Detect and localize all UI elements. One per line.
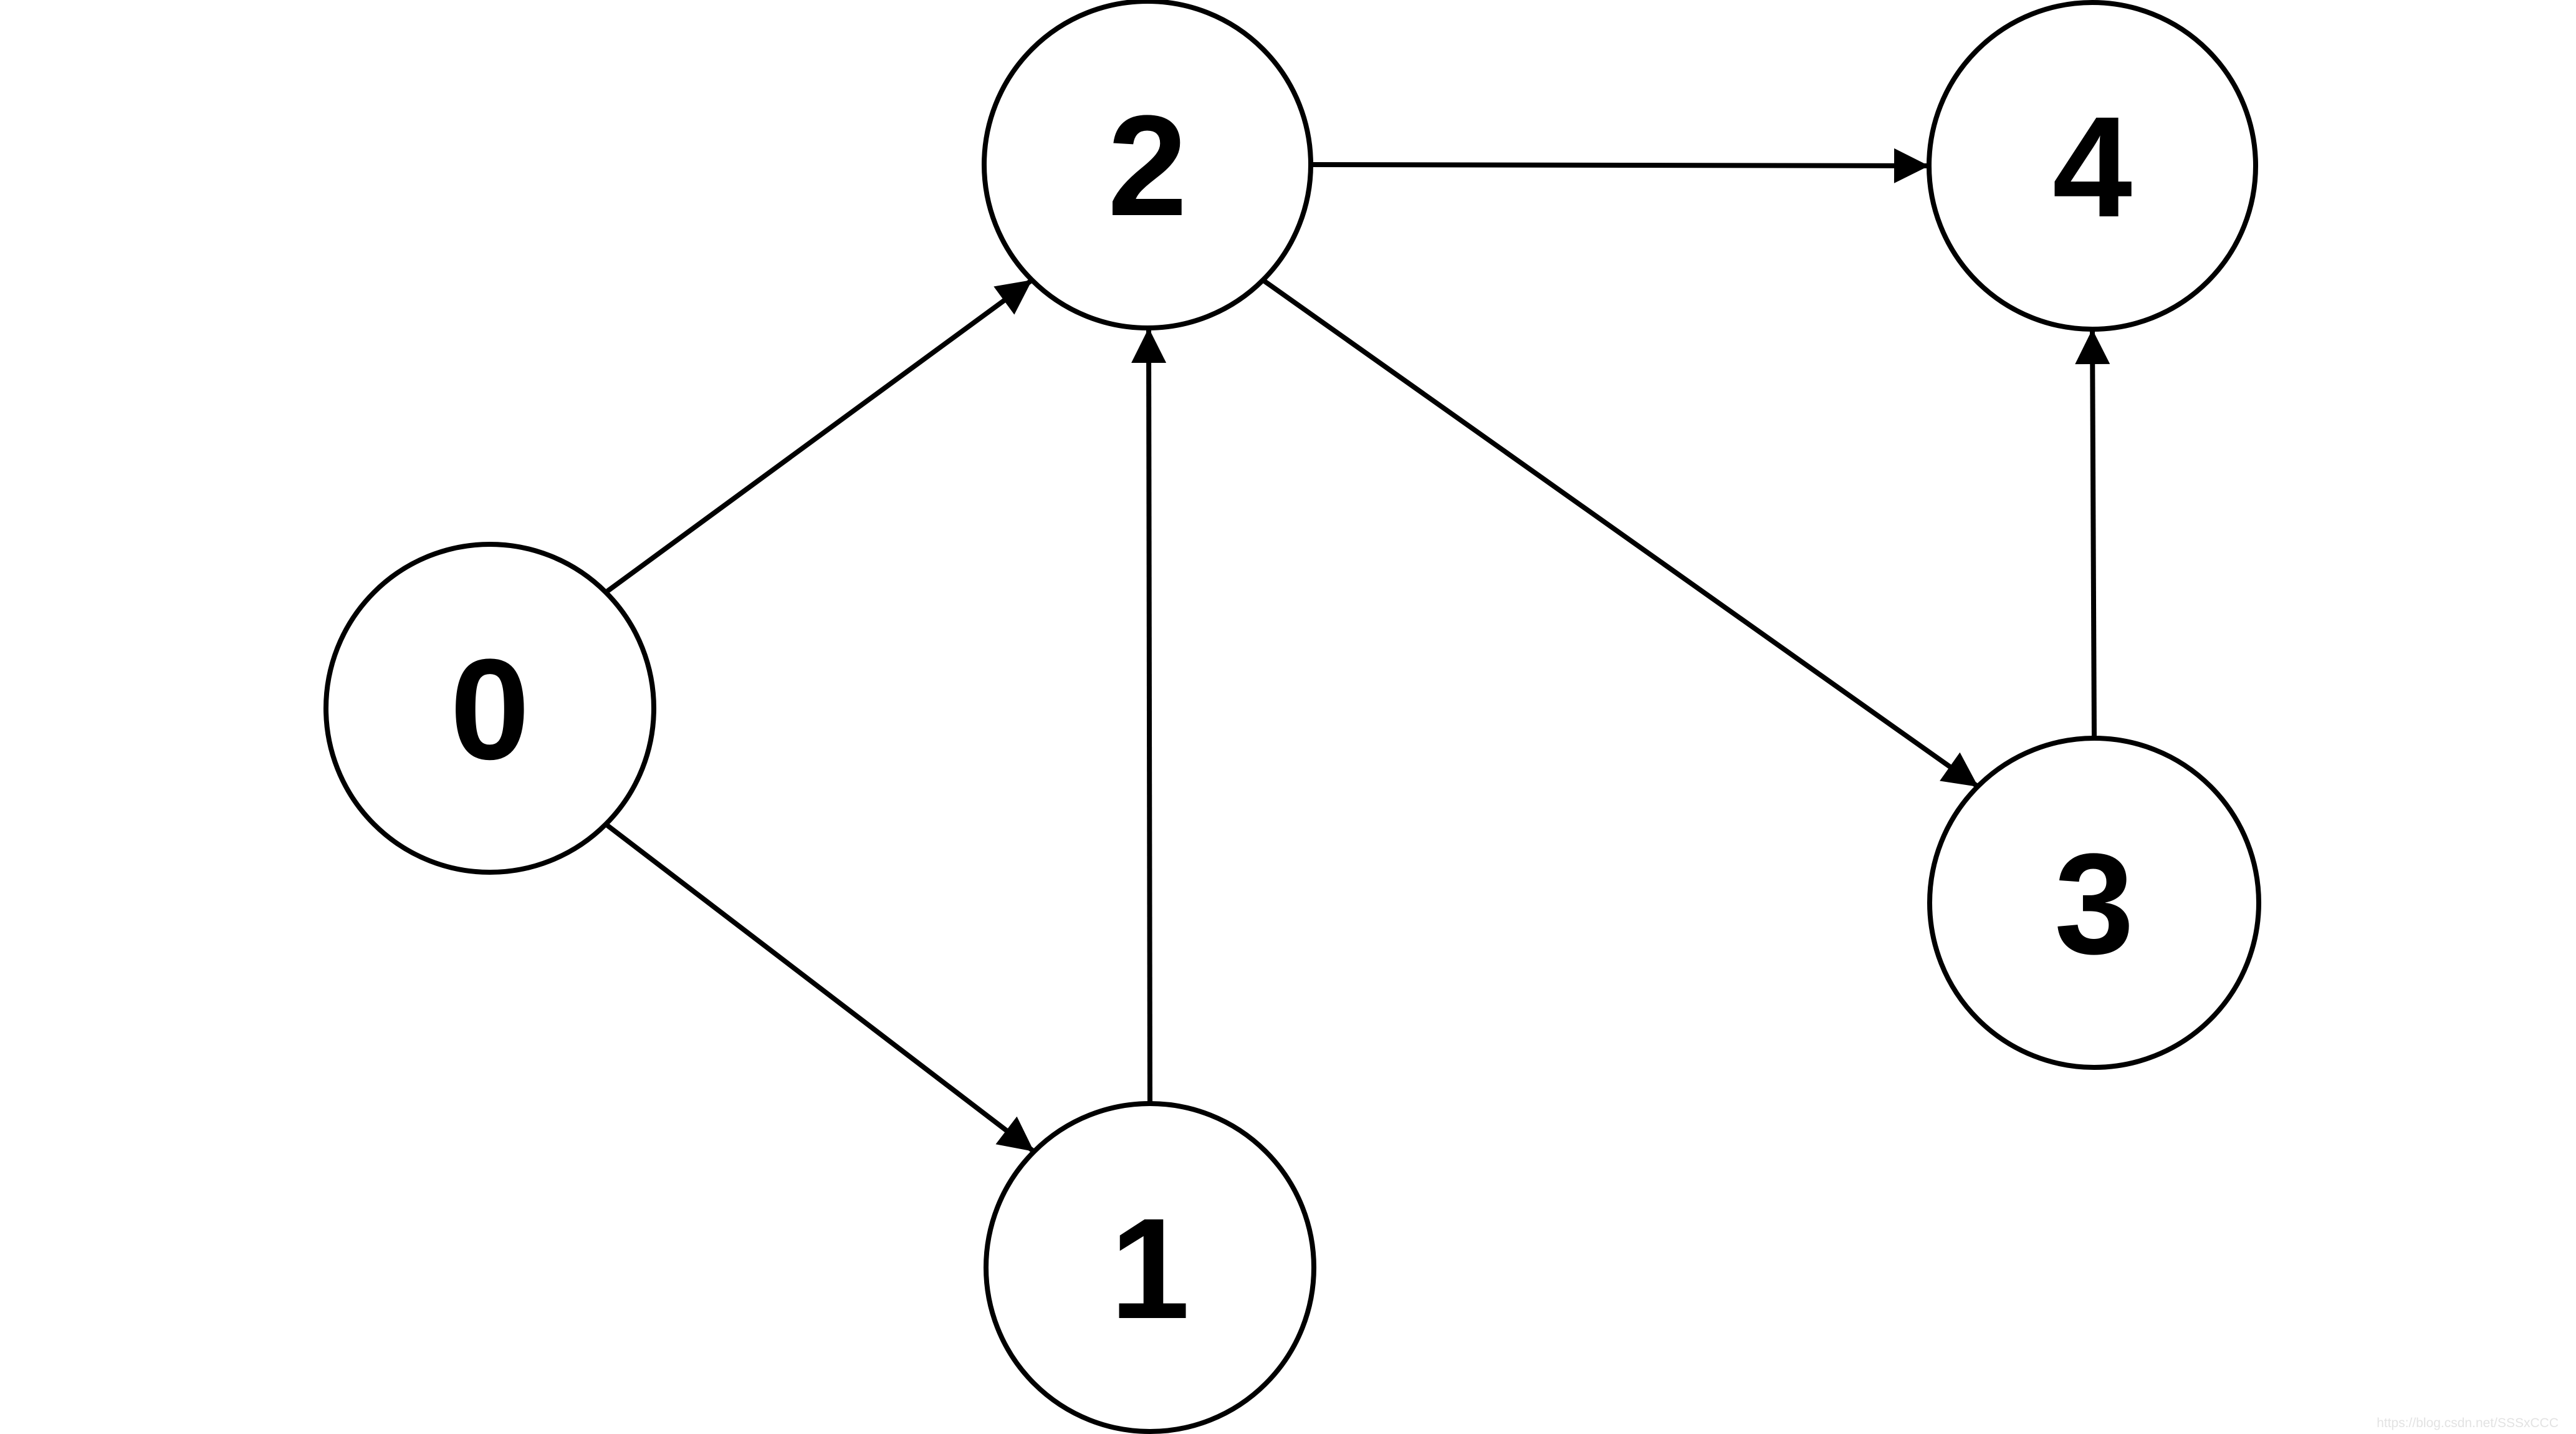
node-label-3: 3: [2054, 824, 2134, 984]
watermark: https://blog.csdn.net/SSSxCCC: [2377, 1416, 2559, 1430]
node-label-1: 1: [1110, 1188, 1190, 1349]
node-label-2: 2: [1108, 85, 1187, 246]
edge-arrow-1-2: [1131, 327, 1167, 1104]
edge-arrow-3-4: [2075, 329, 2110, 739]
nodes-layer: 0 1 2 3 4: [323, 0, 2261, 1434]
node-circle-3: [1927, 736, 2261, 1070]
node-circle-4: [1927, 0, 2258, 332]
edge-arrow-2-4: [1310, 148, 1930, 183]
edge-arrow-0-2: [604, 277, 1034, 595]
node-circle-1: [984, 1101, 1316, 1434]
node-label-4: 4: [2052, 87, 2132, 247]
edge-arrow-2-3: [1261, 277, 1980, 789]
node-label-0: 0: [450, 629, 530, 789]
edge-arrow-0-1: [604, 822, 1036, 1154]
edges-layer: [604, 148, 2110, 1154]
node-circle-2: [982, 0, 1313, 330]
node-circle-0: [323, 542, 656, 875]
